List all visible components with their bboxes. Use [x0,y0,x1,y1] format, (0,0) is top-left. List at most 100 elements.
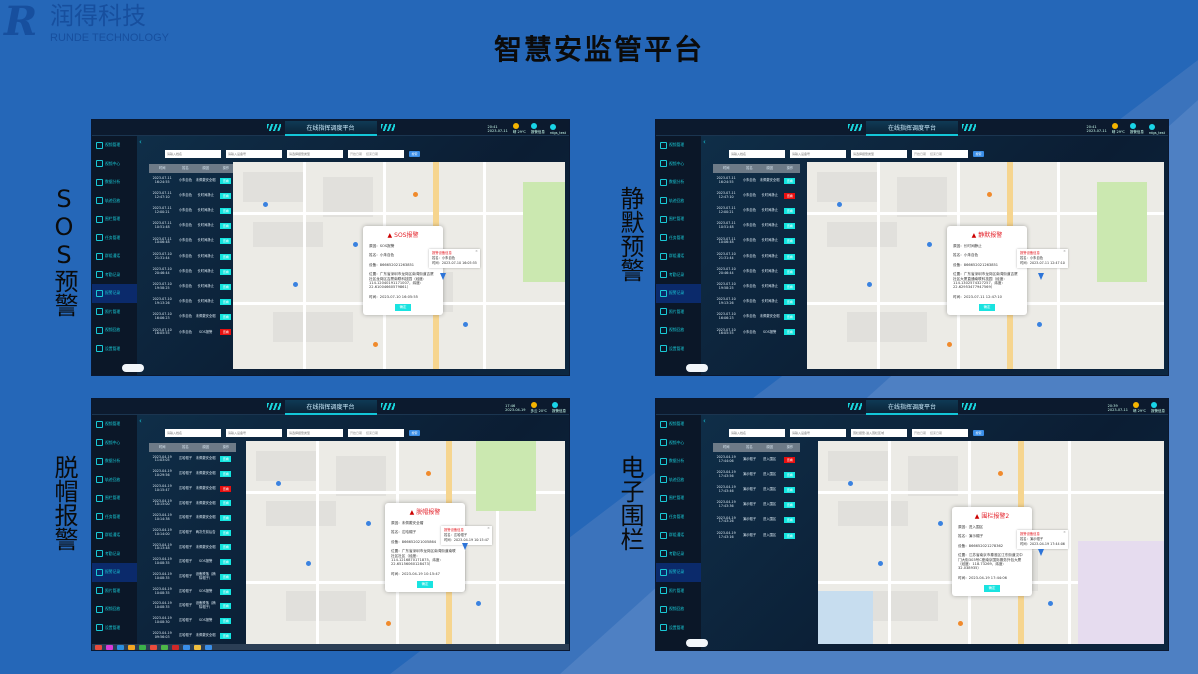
taskbar-app-icon[interactable] [161,644,168,650]
sidebar-item[interactable]: 设置管理 [656,340,701,359]
sidebar-item[interactable]: 数据分析 [656,173,701,192]
view-button[interactable]: 查看 [220,632,232,639]
sidebar-item[interactable]: 视频中心 [92,434,137,453]
sidebar-item[interactable]: 轨迹回放 [92,192,137,211]
view-button[interactable]: 查看 [784,223,796,230]
view-button[interactable]: 查看 [784,502,796,509]
view-button[interactable]: 查看 [220,573,232,580]
name-input[interactable] [729,429,785,437]
close-icon[interactable]: × [1063,249,1066,253]
view-button[interactable]: 查看 [784,517,796,524]
view-button[interactable]: 查看 [220,192,232,199]
sidebar-item[interactable]: 视频回放 [92,321,137,340]
sidebar-item[interactable]: 群组通话 [92,526,137,545]
sidebar-item[interactable]: 围栏管理 [92,210,137,229]
view-button[interactable]: 查看 [220,544,232,551]
view-button[interactable]: 查看 [220,529,232,536]
alarm-type-select[interactable] [287,429,343,437]
sidebar-item[interactable]: 照片管理 [656,303,701,322]
alarm-type-select[interactable] [851,429,907,437]
poi-marker-icon[interactable] [386,621,391,626]
alarm-type-select[interactable] [851,150,907,158]
sidebar-item[interactable]: 视频中心 [656,155,701,174]
name-input[interactable] [165,429,221,437]
search-button[interactable]: 搜索 [973,151,984,157]
alarm-info-button[interactable]: 报警信息 [530,123,545,135]
poi-marker-icon[interactable] [938,521,943,526]
name-input[interactable] [729,150,785,158]
poi-marker-icon[interactable] [476,601,481,606]
taskbar-app-icon[interactable] [183,644,190,650]
view-button[interactable]: 查看 [220,588,232,595]
sidebar-item[interactable]: 群组通话 [656,526,701,545]
view-button[interactable]: 查看 [220,253,232,260]
view-button[interactable]: 查看 [220,329,232,336]
view-button[interactable]: 查看 [220,485,232,492]
sidebar-item[interactable]: 报警记录 [656,563,701,582]
search-button[interactable]: 搜索 [409,151,420,157]
poi-marker-icon[interactable] [867,282,872,287]
sidebar-item[interactable]: 轨迹回放 [92,471,137,490]
close-icon[interactable]: × [1063,530,1066,534]
poi-marker-icon[interactable] [366,521,371,526]
location-pin-icon[interactable] [462,543,468,550]
taskbar-app-icon[interactable] [205,644,212,650]
view-button[interactable]: 查看 [784,486,796,493]
view-button[interactable]: 查看 [784,314,796,321]
device-input[interactable] [790,429,846,437]
poi-marker-icon[interactable] [878,561,883,566]
sidebar-item[interactable]: 考勤记录 [92,266,137,285]
close-icon[interactable]: × [475,249,478,253]
date-range-picker[interactable]: 开始日期结束日期 [348,429,404,437]
date-range-picker[interactable]: 开始日期结束日期 [348,150,404,158]
sidebar-item[interactable]: 任务管理 [92,508,137,527]
sidebar-item[interactable]: 围栏管理 [656,489,701,508]
view-button[interactable]: 查看 [784,456,796,463]
view-button[interactable]: 查看 [220,314,232,321]
sidebar-item[interactable]: 数据分析 [656,452,701,471]
sidebar-item[interactable]: 任务管理 [92,229,137,248]
taskbar-app-icon[interactable] [95,644,102,650]
confirm-button[interactable]: 确定 [395,304,411,312]
sidebar-item[interactable]: 视频回放 [656,321,701,340]
sidebar-item[interactable]: 照片管理 [656,582,701,601]
view-button[interactable]: 查看 [220,559,232,566]
date-range-picker[interactable]: 开始日期结束日期 [912,429,968,437]
alarm-type-select[interactable] [287,150,343,158]
sidebar-item[interactable]: 考勤记录 [656,266,701,285]
sidebar-item[interactable]: 视频管理 [92,415,137,434]
collapse-chevron-icon[interactable]: ‹ [139,417,142,425]
view-button[interactable]: 查看 [220,471,232,478]
sidebar-item[interactable]: 视频回放 [92,600,137,619]
view-button[interactable]: 查看 [784,532,796,539]
sidebar-item[interactable]: 围栏管理 [656,210,701,229]
name-input[interactable] [165,150,221,158]
sidebar-item[interactable]: 任务管理 [656,508,701,527]
poi-marker-icon[interactable] [463,322,468,327]
poi-marker-icon[interactable] [293,282,298,287]
alarm-info-button[interactable]: 报警信息 [552,402,566,414]
sidebar-item[interactable]: 群组通话 [92,247,137,266]
view-button[interactable]: 查看 [220,500,232,507]
poi-marker-icon[interactable] [426,471,431,476]
poi-marker-icon[interactable] [373,342,378,347]
poi-marker-icon[interactable] [413,192,418,197]
view-button[interactable]: 查看 [220,515,232,522]
poi-marker-icon[interactable] [353,242,358,247]
location-pin-icon[interactable] [1038,549,1044,556]
poi-marker-icon[interactable] [837,202,842,207]
sidebar-item[interactable]: 视频管理 [656,136,701,155]
view-button[interactable]: 查看 [784,238,796,245]
taskbar-app-icon[interactable] [106,644,113,650]
view-button[interactable]: 查看 [784,268,796,275]
sidebar-item[interactable]: 视频回放 [656,600,701,619]
alarm-info-button[interactable]: 报警信息 [1151,402,1165,414]
sidebar-item[interactable]: 视频中心 [92,155,137,174]
sidebar-item[interactable]: 报警记录 [656,284,701,303]
view-button[interactable]: 查看 [220,456,232,463]
confirm-button[interactable]: 确定 [979,304,995,312]
sidebar-item[interactable]: 考勤记录 [92,545,137,564]
close-icon[interactable]: × [487,526,490,530]
device-input[interactable] [790,150,846,158]
